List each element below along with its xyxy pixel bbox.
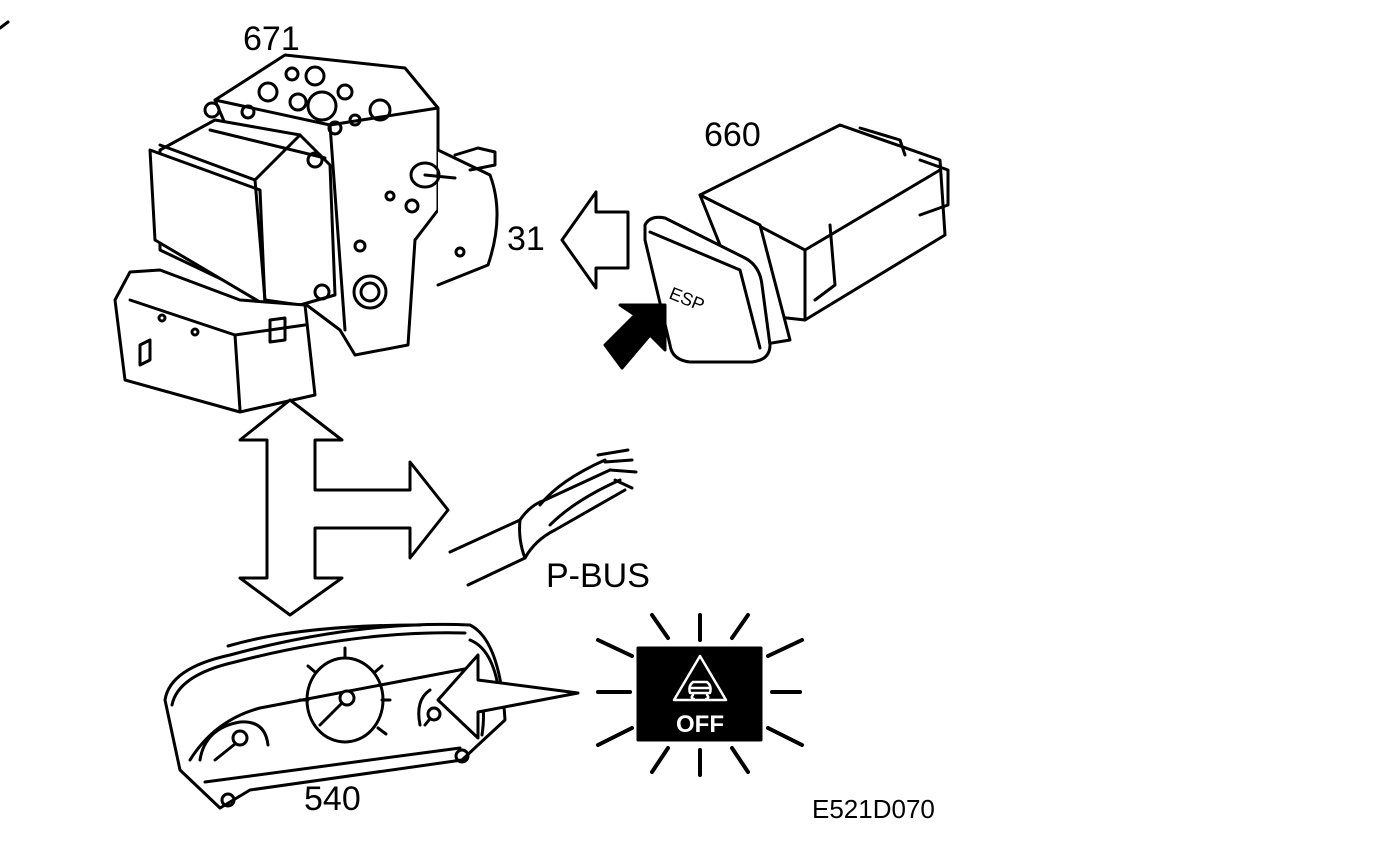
esp-switch bbox=[643, 123, 950, 364]
corner-mark bbox=[0, 20, 10, 30]
label-abs-unit: 671 bbox=[243, 20, 300, 58]
skid-car-warning-icon bbox=[672, 654, 728, 702]
esp-off-warning-lamp bbox=[596, 613, 804, 777]
p-bus-cable bbox=[448, 448, 638, 587]
lamp-glow-rays bbox=[596, 613, 804, 777]
label-signal-31: 31 bbox=[507, 220, 545, 258]
signal-arrow-31 bbox=[560, 190, 630, 290]
label-p-bus: P-BUS bbox=[546, 557, 650, 595]
lamp-pointer-arrow bbox=[436, 653, 580, 740]
press-arrow-icon bbox=[603, 303, 667, 370]
label-instrument-cluster: 540 bbox=[304, 780, 361, 818]
instrument-cluster bbox=[163, 622, 507, 810]
lamp-off-text: OFF bbox=[676, 711, 724, 738]
figure-code: E521D070 bbox=[812, 794, 935, 824]
communication-arrows bbox=[238, 398, 450, 617]
label-esp-switch: 660 bbox=[704, 116, 761, 154]
abs-hydraulic-unit bbox=[113, 53, 499, 414]
